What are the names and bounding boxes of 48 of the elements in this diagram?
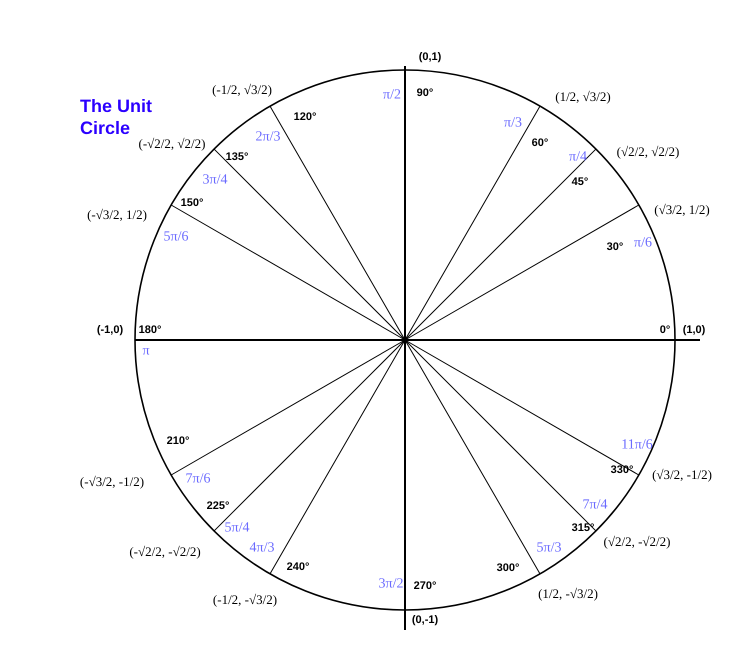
radian-label: π/2 — [383, 87, 401, 103]
coordinate-label: (1/2, √3/2) — [555, 90, 611, 104]
coordinate-label: (-√3/2, -1/2) — [80, 474, 144, 490]
degree-label: 315° — [572, 522, 594, 534]
coordinate-label: (√2/2, -√2/2) — [604, 534, 670, 550]
radian-label: 5π/4 — [224, 520, 250, 536]
radian-label: π/4 — [569, 149, 587, 165]
degree-label: 300° — [496, 562, 520, 574]
title: The Unit Circle — [80, 96, 152, 138]
degree-label: 60° — [532, 136, 548, 150]
radian-label: 3π/2 — [378, 576, 404, 592]
coordinate-label: (√3/2, 1/2) — [654, 202, 710, 218]
coordinate-label: (1/2, -√3/2) — [538, 586, 598, 602]
radian-label: 11π/6 — [621, 437, 653, 453]
radian-label: 5π/3 — [536, 540, 562, 556]
radian-label: π/6 — [634, 235, 652, 251]
coordinate-label: (-1/2, -√3/2) — [212, 592, 278, 608]
degree-label: (-1,0) — [96, 324, 124, 336]
degree-label: (0,-1) — [412, 614, 438, 626]
radian-label: 3π/4 — [202, 172, 228, 188]
degree-label: 120° — [294, 110, 316, 124]
degree-label: (0,1) — [418, 50, 442, 64]
coordinate-label: (-√2/2, √2/2) — [138, 136, 206, 152]
radian-label: 7π/4 — [582, 497, 608, 513]
degree-label: 0° — [660, 324, 670, 336]
degree-label: 90° — [416, 86, 434, 100]
coordinate-label: (-1/2, √3/2) — [212, 82, 272, 98]
coordinate-label: (-√2/2, -√2/2) — [129, 544, 201, 560]
coordinate-label: (-√3/2, 1/2) — [87, 208, 147, 222]
coordinate-label: (√3/2, -1/2) — [652, 468, 712, 482]
degree-label: 30° — [606, 240, 624, 254]
degree-label: 45° — [572, 176, 588, 188]
radian-label: 2π/3 — [256, 129, 280, 145]
degree-label: (1,0) — [682, 324, 706, 336]
degree-label: 225° — [206, 500, 230, 512]
degree-label: 150° — [180, 196, 204, 210]
radian-label: π/3 — [504, 115, 522, 131]
degree-label: 270° — [414, 580, 436, 592]
degree-label: 135° — [226, 150, 248, 164]
radian-label: 4π/3 — [250, 540, 274, 556]
degree-label: 210° — [166, 434, 190, 448]
radian-label: 7π/6 — [186, 471, 210, 487]
degree-label: 330° — [610, 464, 634, 476]
degree-label: 240° — [286, 560, 310, 574]
coordinate-label: (√2/2, √2/2) — [616, 144, 680, 160]
radian-label: π — [142, 343, 150, 359]
radian-label: 5π/6 — [164, 229, 188, 245]
degree-label: 180° — [138, 324, 162, 336]
